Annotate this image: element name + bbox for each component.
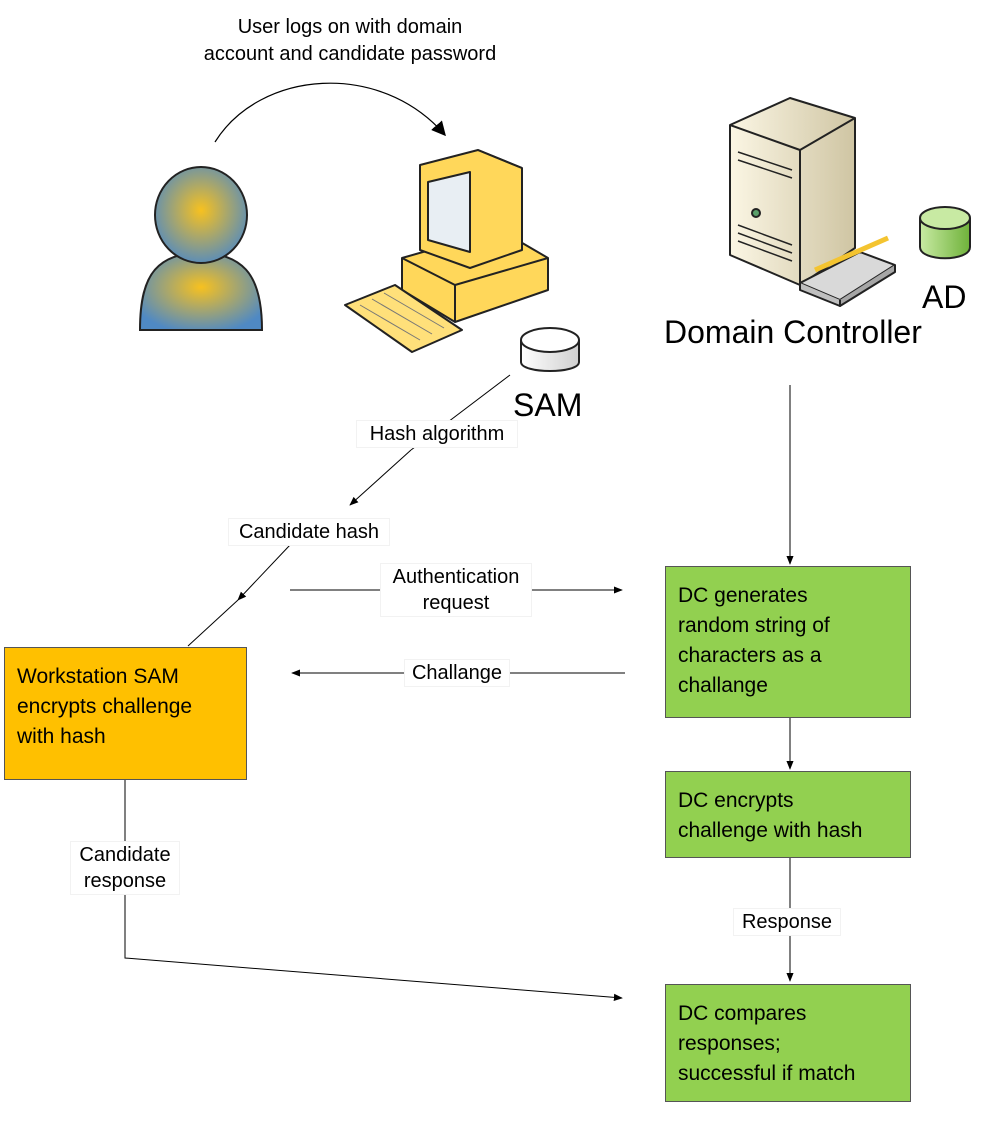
candidate-hash-connector-a [237,544,291,601]
sam-database-icon [520,327,580,372]
candidate-hash-text: Candidate hash [238,521,380,543]
dc-generates-line1: DC generates [678,584,808,607]
dc-generates-line4: challange [678,674,768,697]
domain-controller-label: Domain Controller [664,314,922,350]
dc-encrypts-line2: challenge with hash [678,819,863,842]
ad-database-icon [919,206,971,260]
candidate-response-label: Candidate response [70,841,180,895]
candidate-hash-connector-b [187,599,239,647]
response-label: Response [733,908,841,936]
candidate-hash-label: Candidate hash [228,518,390,546]
logon-arrow [214,82,446,143]
hash-connector-lower [349,449,412,506]
workstation-sam-line2: encrypts challenge [17,695,193,718]
auth-request-line2: request [422,592,490,614]
ad-label: AD [922,279,966,315]
response-text: Response [741,911,833,933]
auth-request-line1: Authentication [392,566,520,588]
hash-algorithm-label: Hash algorithm [356,420,518,448]
workstation-icon [344,149,549,353]
workstation-sam-box: Workstation SAM encrypts challenge with … [4,647,247,780]
workstation-sam-line1: Workstation SAM [17,665,179,688]
intro-caption: User logs on with domain account and can… [160,14,540,68]
dc-compares-line1: DC compares [678,1002,807,1025]
auth-request-label: Authentication request [380,563,532,617]
dc-encrypts-line1: DC encrypts [678,789,794,812]
sam-label: SAM [513,387,582,423]
dc-compares-box: DC compares responses; successful if mat… [665,984,911,1102]
dc-generates-line3: characters as a [678,644,822,667]
workstation-sam-line3: with hash [17,725,106,748]
candidate-response-line2: response [83,870,167,892]
domain-controller-icon [729,97,896,307]
dc-encrypts-box: DC encrypts challenge with hash [665,771,911,858]
candidate-response-path [124,780,623,1001]
user-icon [138,166,264,331]
challange-label: Challange [404,659,510,687]
candidate-response-line1: Candidate [79,844,171,866]
dc-generates-line2: random string of [678,614,830,637]
dc-compares-line3: successful if match [678,1062,856,1085]
dc-compares-line2: responses; [678,1032,781,1055]
hash-algorithm-text: Hash algorithm [369,423,505,445]
dc-generates-box: DC generates random string of characters… [665,566,911,718]
challange-text: Challange [411,662,503,684]
intro-caption-line2: account and candidate password [203,43,497,65]
intro-caption-line1: User logs on with domain [237,16,463,38]
